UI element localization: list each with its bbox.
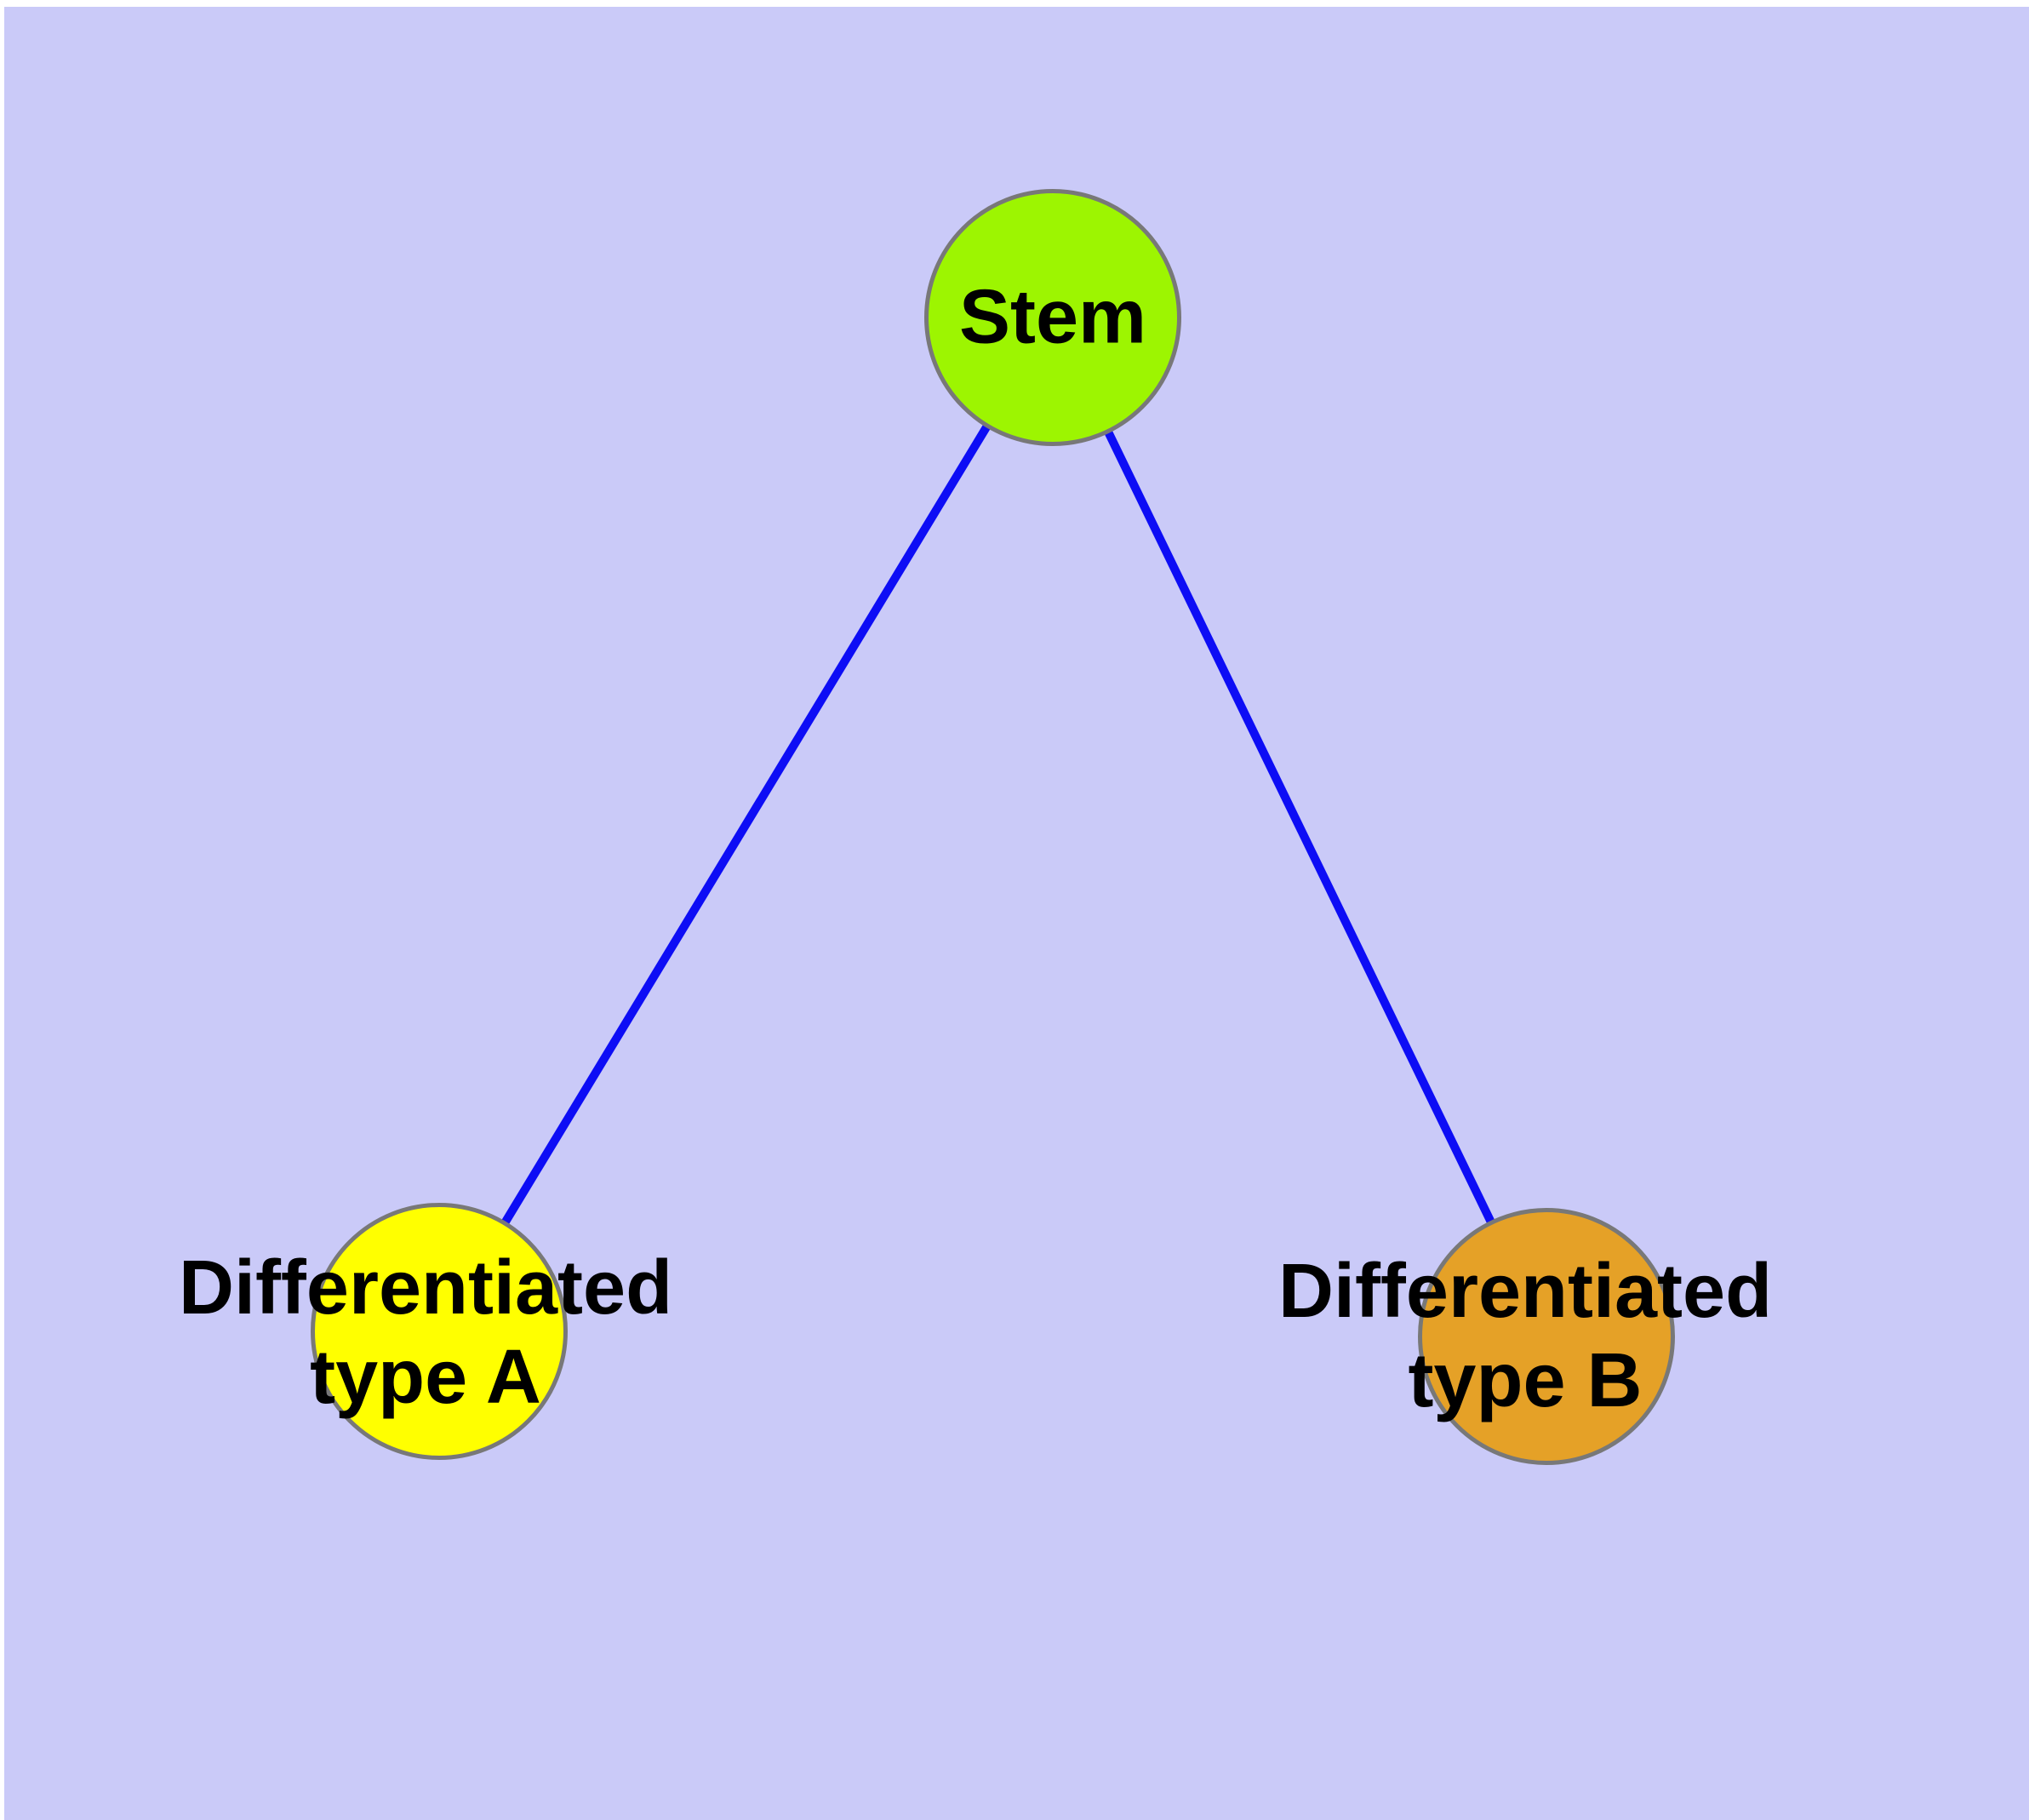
diagram-canvas: Stem Differentiated type A Differentiate…: [4, 7, 2029, 1820]
node-differentiated-type-b-label: Differentiated type B: [1277, 1249, 1773, 1423]
edge-stem-to-type-a: [435, 315, 1057, 1334]
node-differentiated-type-a: [311, 1203, 568, 1460]
node-differentiated-type-b: [1418, 1208, 1675, 1465]
node-differentiated-type-a-label: Differentiated type A: [178, 1245, 673, 1420]
node-stem: [924, 189, 1181, 446]
edges-layer: [435, 315, 1551, 1339]
node-stem-label: Stem: [958, 274, 1147, 360]
edge-stem-to-type-b: [1049, 315, 1551, 1339]
